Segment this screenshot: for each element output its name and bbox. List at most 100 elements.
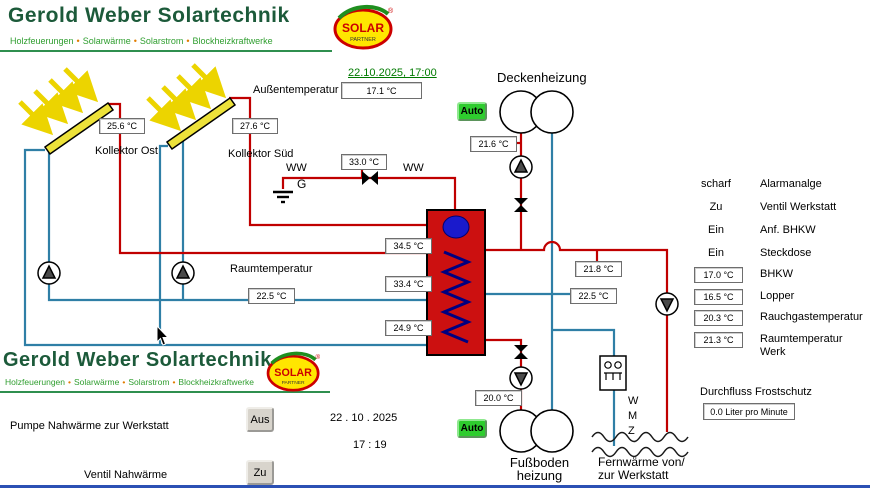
aussentemperatur-label: Außentemperatur	[253, 84, 339, 96]
measure-value: 20.3 °C	[694, 310, 743, 326]
fussboden-circle-right	[530, 409, 574, 453]
subtitle-separator: •	[68, 377, 71, 387]
subtitle-separator: •	[172, 377, 176, 387]
subtitle-part: Blockheizkraftwerke	[192, 36, 273, 46]
subtitle-part: Holzfeuerungen	[10, 36, 74, 46]
time-bottom: 17 : 19	[353, 439, 387, 451]
kollektor-sued-temp: 27.6 °C	[232, 118, 278, 134]
deckenheizung-circle-right	[530, 90, 574, 134]
kollektor-sued-label: Kollektor Süd	[228, 148, 294, 160]
deckenheizung-label: Deckenheizung	[497, 70, 587, 85]
subtitle-part: Solarwärme	[74, 377, 120, 387]
bottom-divider	[0, 485, 870, 488]
measure-value: 21.3 °C	[694, 332, 743, 348]
pipe-network-cold	[23, 133, 616, 446]
measure-label: Lopper	[760, 290, 795, 302]
date-bottom: 22 . 10 . 2025	[330, 412, 398, 424]
fernwaerme-zigzag-icon	[591, 431, 689, 458]
buffer-tank	[426, 209, 486, 356]
pump-kollektor-sued	[171, 261, 195, 285]
valves	[362, 171, 528, 359]
pumpe-nahwaerme-label: Pumpe Nahwärme zur Werkstatt	[10, 420, 169, 432]
pumps	[37, 155, 679, 390]
wmz-label: W M Z	[628, 395, 639, 437]
solar-partner-logo-bottom: SOLAR PARTNER ®	[266, 351, 321, 392]
logo-subtext: PARTNER	[350, 37, 376, 43]
raumtemperatur-value: 22.5 °C	[248, 288, 295, 304]
status-label: Ventil Werkstatt	[760, 201, 837, 213]
logo-text: SOLAR	[342, 21, 384, 35]
tank-unten-temp: 24.9 °C	[385, 320, 432, 336]
circuit-circles	[499, 90, 574, 453]
auto-button-fussboden[interactable]: Auto	[457, 419, 487, 438]
status-label: Anf. BHKW	[760, 224, 816, 236]
tank-oben-temp: 34.5 °C	[385, 238, 432, 254]
durchfluss-value: 0.0 Liter pro Minute	[703, 403, 795, 420]
net-temp-1: 21.8 °C	[575, 261, 622, 277]
subtitle-separator: •	[133, 36, 137, 46]
measure-label: Rauchgastemperatur	[760, 311, 863, 323]
valve-deckenheizung-icon	[514, 198, 528, 212]
sun-rays-icon	[18, 63, 227, 136]
subtitle-part: Holzfeuerungen	[5, 377, 66, 387]
ww-temp: 33.0 °C	[341, 154, 387, 170]
kollektor-sued-panel	[165, 96, 237, 151]
kollektor-ost-panel	[43, 101, 115, 156]
durchfluss-label: Durchfluss Frostschutz	[700, 386, 812, 398]
aussentemperatur-value: 17.1 °C	[341, 82, 422, 99]
g-label: G	[297, 177, 307, 191]
measure-value: 17.0 °C	[694, 267, 743, 283]
net-temp-2: 22.5 °C	[570, 288, 617, 304]
status-label: Steckdose	[760, 247, 812, 259]
kollektor-ost-temp: 25.6 °C	[99, 118, 145, 134]
tank-mitte-temp: 33.4 °C	[385, 276, 432, 292]
status-label: Alarmanalge	[760, 178, 822, 190]
valve-ww-icon	[362, 171, 378, 185]
pumpe-nahwaerme-button[interactable]: Aus	[246, 407, 274, 432]
company-subtitle-bottom: Holzfeuerungen•Solarwärme•Solarstrom•Blo…	[5, 377, 254, 387]
heat-meter-wmz	[599, 355, 627, 391]
auto-button-deckenheizung[interactable]: Auto	[457, 102, 487, 121]
pump-fernwaerme	[655, 292, 679, 316]
status-state: Zu	[709, 201, 723, 213]
fussbodenheizung-label: Fußboden heizung	[509, 455, 570, 483]
subtitle-part: Blockheizkraftwerke	[178, 377, 255, 387]
subtitle-part: Solarstrom	[128, 377, 170, 387]
registered-mark: ®	[316, 353, 321, 361]
measure-label: BHKW	[760, 268, 793, 280]
company-title: Gerold Weber Solartechnik	[8, 4, 290, 27]
header-divider	[0, 50, 332, 52]
company-subtitle: Holzfeuerungen•Solarwärme•Solarstrom•Blo…	[10, 36, 273, 46]
collector-panels	[43, 96, 237, 156]
raumtemperatur-label: Raumtemperatur	[230, 263, 313, 275]
status-state: Ein	[708, 224, 724, 236]
solar-partner-logo: SOLAR PARTNER ®	[333, 5, 394, 50]
ww-label-right: WW	[403, 162, 424, 174]
subtitle-separator: •	[76, 36, 80, 46]
subtitle-separator: •	[186, 36, 190, 46]
pump-kollektor-ost	[37, 261, 61, 285]
tank-top-sensor	[442, 215, 470, 239]
logo-text: SOLAR	[274, 367, 312, 379]
ventil-nahwaerme-button[interactable]: Zu	[246, 460, 274, 485]
pump-fussbodenheizung	[509, 366, 533, 390]
ground-symbol-icon	[273, 190, 293, 204]
measure-label: Raumtemperatur Werk	[760, 333, 843, 358]
fussboden-vorlauf-temp: 20.0 °C	[475, 390, 522, 406]
pump-deckenheizung	[509, 155, 533, 179]
datetime-display: 22.10.2025, 17:00	[348, 67, 437, 79]
company-title-bottom: Gerold Weber Solartechnik	[3, 349, 272, 371]
tank-coil-icon	[440, 250, 472, 344]
registered-mark: ®	[388, 7, 394, 15]
logo-subtext: PARTNER	[282, 380, 305, 386]
subtitle-separator: •	[122, 377, 126, 387]
ventil-nahwaerme-label: Ventil Nahwärme	[84, 469, 168, 481]
fernwaerme-label: Fernwärme von/ zur Werkstatt	[598, 455, 685, 482]
header-divider-bottom	[0, 391, 330, 393]
subtitle-part: Solarstrom	[139, 36, 184, 46]
measure-value: 16.5 °C	[694, 289, 743, 305]
decken-vorlauf-temp: 21.6 °C	[470, 136, 517, 152]
kollektor-ost-label: Kollektor Ost	[95, 145, 158, 157]
valve-fussboden-icon	[514, 345, 528, 359]
